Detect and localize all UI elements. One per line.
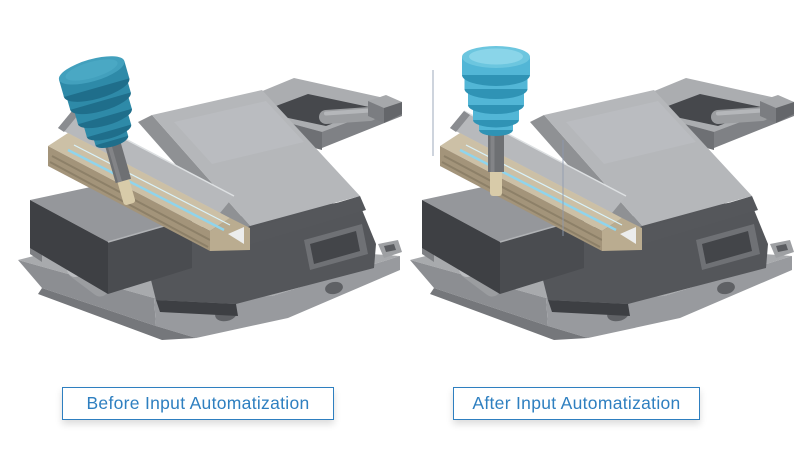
caption-before-label: Before Input Automatization (86, 393, 310, 413)
render-before-panel (4, 4, 404, 364)
machine-vise (18, 78, 402, 340)
toolpath-guide-lines (432, 70, 564, 236)
render-after-panel (396, 4, 796, 364)
caption-before: Before Input Automatization (62, 387, 334, 420)
machine-vise (410, 78, 794, 340)
caption-after-label: After Input Automatization (472, 393, 681, 413)
caption-after: After Input Automatization (453, 387, 700, 420)
